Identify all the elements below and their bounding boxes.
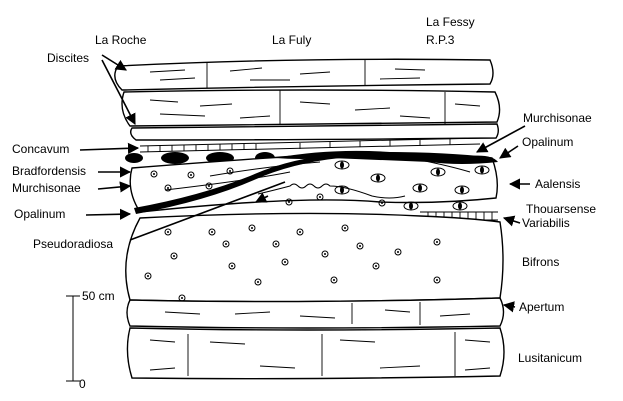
scale-bar bbox=[66, 296, 80, 381]
label-thouarsense: Thouarsense bbox=[526, 202, 596, 216]
discites-beds bbox=[115, 59, 500, 140]
label-murchisonae-left: Murchisonae bbox=[12, 181, 81, 195]
label-apertum: Apertum bbox=[519, 300, 564, 314]
locality-la-fuly: La Fuly bbox=[272, 33, 311, 47]
label-aalensis: Aalensis bbox=[535, 177, 580, 191]
label-lusitanicum: Lusitanicum bbox=[518, 351, 582, 365]
label-murchisonae-right: Murchisonae bbox=[523, 111, 592, 125]
locality-la-roche: La Roche bbox=[95, 33, 147, 47]
label-concavum: Concavum bbox=[12, 142, 69, 156]
label-discites: Discites bbox=[47, 51, 89, 65]
label-opalinum-right: Opalinum bbox=[522, 135, 573, 149]
label-opalinum-left: Opalinum bbox=[14, 207, 65, 221]
scale-top-label: 50 cm bbox=[82, 289, 115, 303]
locality-rp3: R.P.3 bbox=[426, 33, 455, 47]
label-pseudoradiosa: Pseudoradiosa bbox=[33, 237, 113, 251]
locality-la-fessy: La Fessy bbox=[426, 15, 475, 29]
apertum-bed bbox=[127, 298, 504, 328]
label-bradfordensis: Bradfordensis bbox=[12, 164, 86, 178]
lusitanicum-bed bbox=[127, 328, 504, 379]
bifrons-bed bbox=[126, 213, 503, 301]
label-variabilis: Variabilis bbox=[522, 216, 570, 230]
scale-bottom-label: 0 bbox=[79, 377, 86, 391]
label-bifrons: Bifrons bbox=[522, 255, 559, 269]
